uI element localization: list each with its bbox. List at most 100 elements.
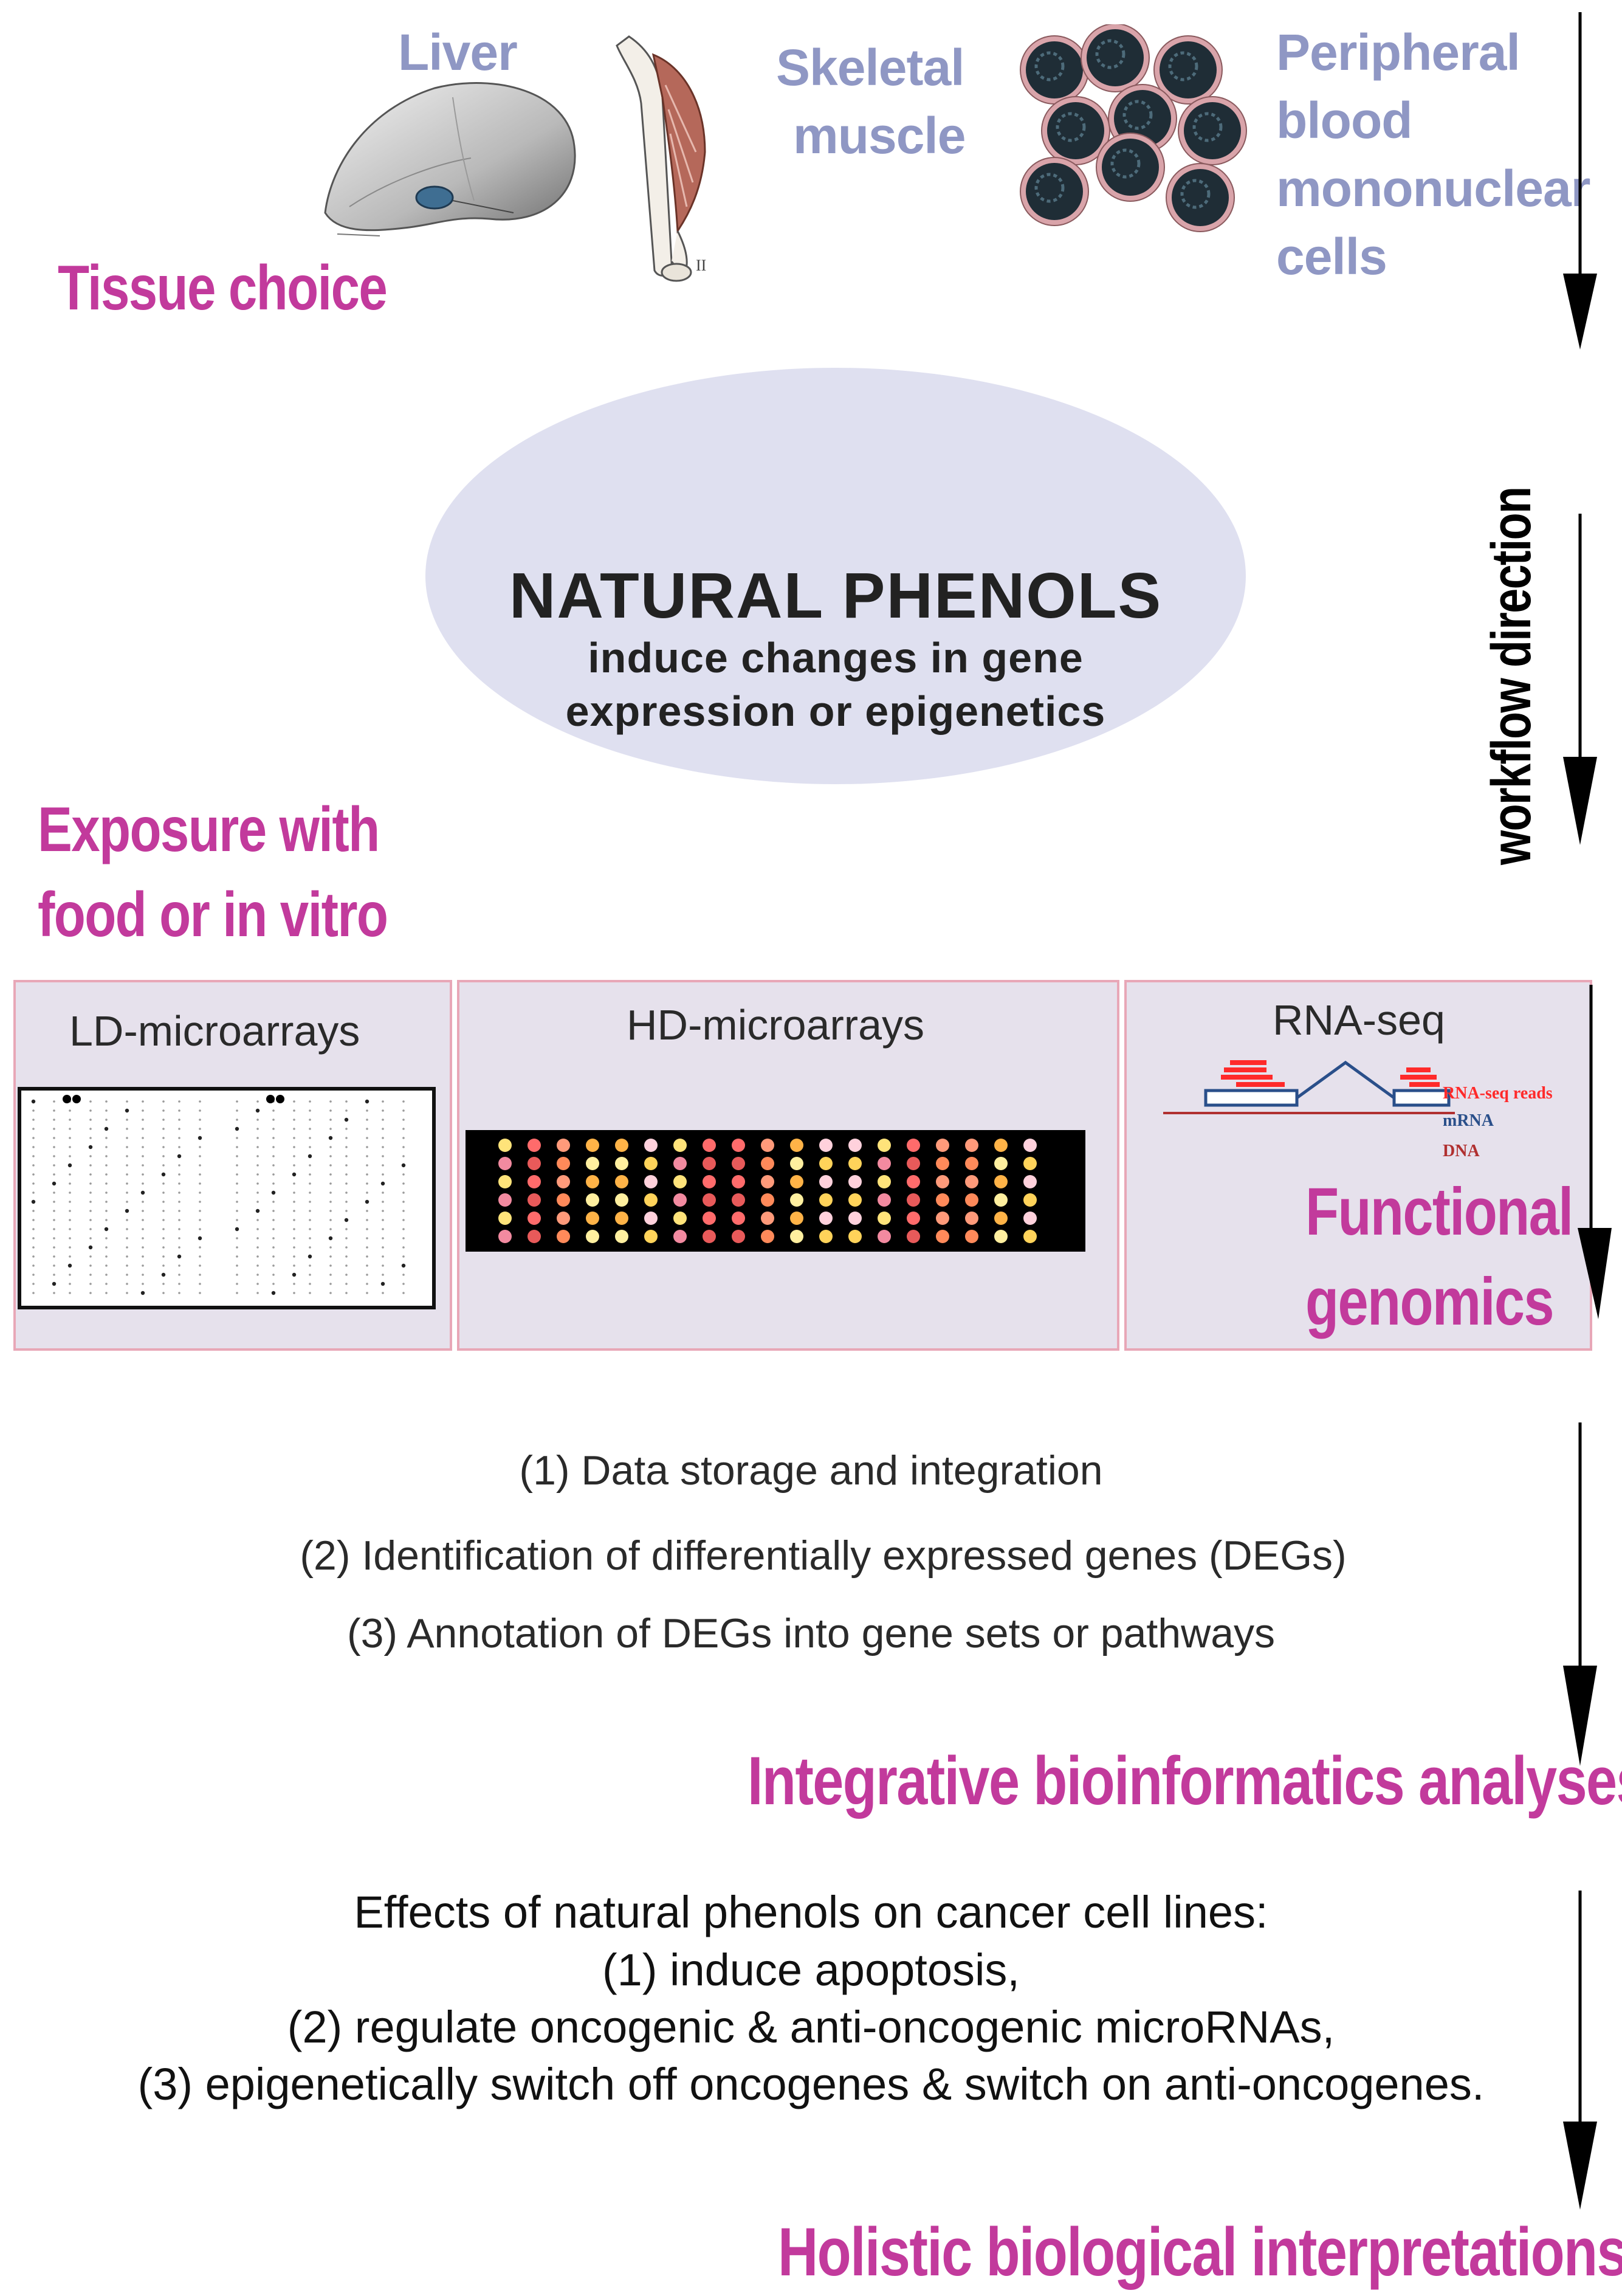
hd-spot bbox=[498, 1139, 512, 1152]
cell-chromatin bbox=[1192, 112, 1223, 142]
ld-spot bbox=[402, 1191, 405, 1194]
ld-spot bbox=[293, 1137, 295, 1139]
ld-spot bbox=[309, 1201, 311, 1203]
ld-spot bbox=[236, 1137, 238, 1139]
ld-spot bbox=[402, 1128, 405, 1130]
ld-spot bbox=[32, 1191, 35, 1194]
ld-spot bbox=[365, 1099, 369, 1104]
ld-spot bbox=[126, 1137, 128, 1139]
ld-spot bbox=[402, 1109, 405, 1112]
ld-spot bbox=[178, 1164, 180, 1167]
ld-spot bbox=[329, 1228, 332, 1230]
hd-spot bbox=[557, 1230, 570, 1243]
ld-spot bbox=[199, 1109, 201, 1112]
ld-spot bbox=[89, 1255, 92, 1258]
ld-spot bbox=[345, 1292, 348, 1294]
ld-spot bbox=[162, 1246, 165, 1249]
ld-spot bbox=[256, 1255, 259, 1258]
ld-spot bbox=[178, 1119, 180, 1121]
hd-spot bbox=[732, 1212, 745, 1225]
ld-spot bbox=[236, 1274, 238, 1276]
ld-spot bbox=[402, 1292, 405, 1294]
ld-spot bbox=[293, 1283, 295, 1285]
ld-spot bbox=[89, 1292, 92, 1294]
hd-spot bbox=[557, 1212, 570, 1225]
ld-spot bbox=[126, 1264, 128, 1267]
ld-spot bbox=[382, 1128, 384, 1130]
ld-spot bbox=[178, 1228, 180, 1230]
ld-spot bbox=[162, 1100, 165, 1103]
ld-spot bbox=[309, 1182, 311, 1185]
ld-spot bbox=[293, 1219, 295, 1221]
ld-spot bbox=[309, 1283, 311, 1285]
ld-spot bbox=[236, 1119, 238, 1121]
ld-spot bbox=[53, 1292, 55, 1294]
cell-chromatin bbox=[1034, 51, 1065, 81]
ld-spot bbox=[162, 1292, 165, 1294]
cell-chromatin bbox=[1168, 51, 1198, 81]
ld-spot bbox=[366, 1264, 368, 1267]
ld-spot bbox=[126, 1155, 128, 1157]
ld-spot bbox=[256, 1201, 259, 1203]
hd-spot bbox=[1023, 1212, 1037, 1225]
ld-spot bbox=[366, 1173, 368, 1176]
ld-spot bbox=[105, 1246, 108, 1249]
ld-spot bbox=[345, 1137, 348, 1139]
ld-spot bbox=[271, 1291, 276, 1295]
ld-spot bbox=[256, 1283, 259, 1285]
cell-chromatin bbox=[1056, 112, 1086, 142]
hd-spot bbox=[673, 1212, 687, 1225]
hd-spot bbox=[732, 1139, 745, 1152]
natural-phenols-title: NATURAL PHENOLS bbox=[509, 560, 1163, 632]
ld-spot bbox=[162, 1137, 165, 1139]
ld-spot bbox=[69, 1182, 71, 1185]
ld-spot bbox=[53, 1128, 55, 1130]
ld-spot bbox=[125, 1108, 129, 1113]
ld-spot bbox=[178, 1191, 180, 1194]
ld-spot bbox=[256, 1182, 259, 1185]
cell-nucleus bbox=[1087, 29, 1144, 86]
hd-spot bbox=[878, 1157, 891, 1170]
hd-spot bbox=[498, 1212, 512, 1225]
ld-spot bbox=[105, 1109, 108, 1112]
ld-spot bbox=[142, 1137, 144, 1139]
ld-spot bbox=[199, 1274, 201, 1276]
ld-spot bbox=[162, 1255, 165, 1258]
ld-spot bbox=[140, 1190, 145, 1195]
ld-spot bbox=[178, 1274, 180, 1276]
ld-spot bbox=[199, 1255, 201, 1258]
hd-spot bbox=[673, 1157, 687, 1170]
ld-spot bbox=[272, 1119, 275, 1121]
ld-spot bbox=[199, 1264, 201, 1267]
ld-spot bbox=[402, 1255, 405, 1258]
ld-spot bbox=[401, 1263, 406, 1268]
hd-spot bbox=[586, 1139, 599, 1152]
hd-microarrays-title: HD-microarrays bbox=[627, 1001, 924, 1049]
ld-spot bbox=[32, 1119, 35, 1121]
ld-spot bbox=[329, 1210, 332, 1212]
ld-spot bbox=[329, 1119, 332, 1121]
hd-spot bbox=[848, 1193, 862, 1207]
ld-spot bbox=[402, 1182, 405, 1185]
ld-spot bbox=[69, 1219, 71, 1221]
analysis-step-3: (3) Annotation of DEGs into gene sets or… bbox=[346, 1610, 1276, 1656]
ld-spot bbox=[366, 1164, 368, 1167]
ld-spot bbox=[309, 1246, 311, 1249]
ld-spot bbox=[256, 1155, 259, 1157]
ld-spot bbox=[272, 1128, 275, 1130]
ld-spot bbox=[382, 1146, 384, 1148]
ld-spot bbox=[272, 1164, 275, 1167]
ld-spot bbox=[366, 1137, 368, 1139]
ld-spot bbox=[272, 1274, 275, 1276]
hd-spot bbox=[673, 1139, 687, 1152]
hd-spot bbox=[878, 1230, 891, 1243]
ld-spot bbox=[105, 1119, 108, 1121]
ld-spot bbox=[199, 1128, 201, 1130]
ld-spot bbox=[236, 1210, 238, 1212]
ld-spot bbox=[69, 1201, 71, 1203]
ld-spot bbox=[199, 1228, 201, 1230]
ld-spot bbox=[401, 1163, 406, 1168]
ld-spot bbox=[53, 1264, 55, 1267]
ld-spot bbox=[382, 1264, 384, 1267]
ld-spot bbox=[309, 1128, 311, 1130]
